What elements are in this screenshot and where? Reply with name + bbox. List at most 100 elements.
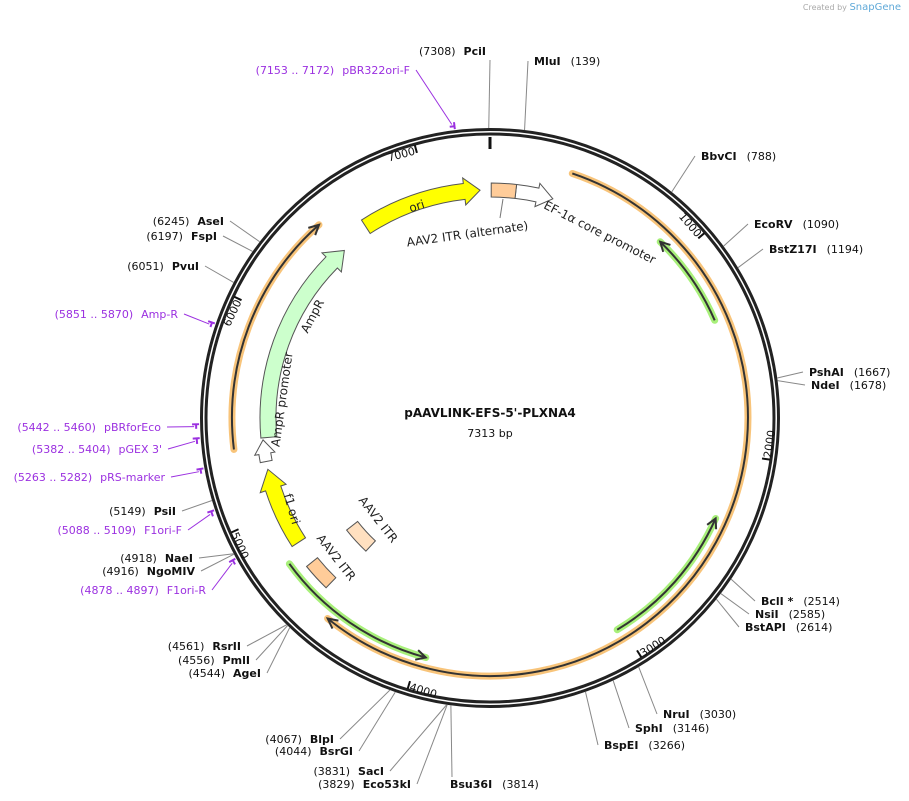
- site-bstapi[interactable]: BstAPI(2614): [715, 598, 832, 634]
- orf-track-left[interactable]: [228, 221, 323, 453]
- site-label[interactable]: NruI(3030): [663, 708, 736, 721]
- site-agei[interactable]: (4544)AgeI: [188, 627, 291, 680]
- primer-pbr322orif[interactable]: (7153 .. 7172)pBR322ori-F: [256, 64, 456, 130]
- site-label[interactable]: PshAI(1667): [809, 366, 890, 379]
- site-rsrii[interactable]: (4561)RsrII: [168, 624, 287, 653]
- site-blpi[interactable]: (4067)BlpI: [265, 689, 391, 746]
- site-eco53ki[interactable]: (3829)Eco53kI: [318, 704, 448, 791]
- site-label[interactable]: BbvCI(788): [701, 150, 776, 163]
- site-leader-line: [671, 155, 696, 193]
- site-label[interactable]: BstZ17I(1194): [769, 243, 863, 256]
- site-label[interactable]: EcoRV(1090): [754, 218, 839, 231]
- site-bspei[interactable]: BspEI(3266): [584, 691, 685, 752]
- site-bstz17i[interactable]: BstZ17I(1194): [737, 243, 863, 269]
- site-name: FspI: [191, 230, 217, 243]
- tick-label: 2000: [761, 429, 778, 459]
- site-leader-line: [198, 553, 234, 559]
- site-bcli[interactable]: BclI *(2514): [730, 578, 840, 608]
- primer-label[interactable]: (4878 .. 4897)F1ori-R: [80, 584, 206, 597]
- site-label[interactable]: BclI *(2514): [761, 595, 840, 608]
- orf-track-right[interactable]: [324, 169, 752, 680]
- site-label[interactable]: (7308)PciI: [419, 45, 486, 58]
- primer-label[interactable]: (5263 .. 5282)pRS-marker: [14, 471, 166, 484]
- site-position: (4916): [102, 565, 139, 578]
- site-label[interactable]: MluI(139): [534, 55, 600, 68]
- ori-feature[interactable]: [360, 176, 481, 235]
- site-naei[interactable]: (4918)NaeI: [120, 552, 234, 565]
- site-leader-line: [720, 593, 750, 615]
- site-bbvci[interactable]: BbvCI(788): [671, 150, 777, 193]
- aav2-itr-alternate-feature[interactable]: [490, 182, 518, 199]
- f1-ori-feature[interactable]: [259, 468, 307, 548]
- site-fspi[interactable]: (6197)FspI: [146, 230, 253, 252]
- orf-green-1[interactable]: [656, 238, 719, 324]
- site-label[interactable]: (6245)AseI: [153, 215, 224, 228]
- site-ngomiv[interactable]: (4916)NgoMIV: [102, 553, 235, 578]
- orf-green-3-line: [288, 563, 427, 659]
- site-name: EcoRV: [754, 218, 793, 231]
- primer-f1orif[interactable]: (5088 .. 5109)F1ori-F: [57, 509, 215, 537]
- site-label[interactable]: (4916)NgoMIV: [102, 565, 195, 578]
- ampr-promoter-feature[interactable]: [253, 439, 276, 464]
- site-label[interactable]: (4067)BlpI: [265, 733, 334, 746]
- site-leader-line: [246, 624, 287, 647]
- site-label[interactable]: (5149)PsiI: [109, 505, 176, 518]
- site-bsrgi[interactable]: (4044)BsrGI: [275, 691, 396, 758]
- primer-pbrforeco[interactable]: (5442 .. 5460)pBRforEco: [17, 421, 200, 434]
- site-label[interactable]: (4918)NaeI: [120, 552, 193, 565]
- primer-f1orir[interactable]: (4878 .. 4897)F1ori-R: [80, 557, 236, 597]
- primer-label[interactable]: (7153 .. 7172)pBR322ori-F: [256, 64, 410, 77]
- site-label[interactable]: (4561)RsrII: [168, 640, 241, 653]
- site-label[interactable]: NsiI(2585): [755, 608, 825, 621]
- primer-name: pBR322ori-F: [342, 64, 410, 77]
- site-bsu36i[interactable]: Bsu36I(3814): [450, 705, 539, 791]
- aav2-itr-feature-1[interactable]: [305, 557, 337, 589]
- site-label[interactable]: (4044)BsrGI: [275, 745, 353, 758]
- site-label[interactable]: BspEI(3266): [604, 739, 685, 752]
- site-ecorv[interactable]: EcoRV(1090): [723, 218, 840, 247]
- site-leader-line: [181, 500, 213, 512]
- primer-ampr[interactable]: (5851 .. 5870)Amp-R: [55, 308, 216, 328]
- orf-green-2[interactable]: [613, 514, 720, 634]
- site-label[interactable]: SphI(3146): [635, 722, 709, 735]
- orf-green-3[interactable]: [285, 560, 430, 662]
- site-name: AseI: [197, 215, 224, 228]
- site-asei[interactable]: (6245)AseI: [153, 215, 260, 243]
- primer-pgex3[interactable]: (5382 .. 5404)pGEX 3': [32, 437, 200, 456]
- site-pshai[interactable]: PshAI(1667): [777, 366, 890, 379]
- primer-prsmarker[interactable]: (5263 .. 5282)pRS-marker: [14, 467, 204, 484]
- site-name: PciI: [464, 45, 486, 58]
- site-name: BstZ17I: [769, 243, 817, 256]
- primer-label[interactable]: (5851 .. 5870)Amp-R: [55, 308, 179, 321]
- site-saci[interactable]: (3831)SacI: [313, 704, 448, 778]
- site-pvui[interactable]: (6051)PvuI: [127, 260, 234, 283]
- site-pmli[interactable]: (4556)PmlI: [178, 625, 288, 667]
- site-sphi[interactable]: SphI(3146): [612, 680, 709, 735]
- site-ndei[interactable]: NdeI(1678): [777, 379, 887, 392]
- site-label[interactable]: BstAPI(2614): [745, 621, 832, 634]
- site-label[interactable]: (6051)PvuI: [127, 260, 199, 273]
- primer-label[interactable]: (5442 .. 5460)pBRforEco: [17, 421, 161, 434]
- primer-name: pRS-marker: [100, 471, 165, 484]
- site-label[interactable]: Bsu36I(3814): [450, 778, 539, 791]
- site-label[interactable]: (4544)AgeI: [188, 667, 261, 680]
- plasmid-length: 7313 bp: [467, 427, 512, 440]
- primer-label[interactable]: (5382 .. 5404)pGEX 3': [32, 443, 162, 456]
- primer-range: (4878 .. 4897): [80, 584, 159, 597]
- site-psii[interactable]: (5149)PsiI: [109, 500, 213, 518]
- site-position: (4561): [168, 640, 205, 653]
- site-pcii[interactable]: (7308)PciI: [419, 45, 491, 129]
- site-mlui[interactable]: MluI(139): [524, 55, 601, 131]
- aav2-itr-feature-2[interactable]: [345, 520, 377, 552]
- site-nrui[interactable]: NruI(3030): [638, 666, 736, 721]
- site-label[interactable]: (3831)SacI: [313, 765, 384, 778]
- primer-label[interactable]: (5088 .. 5109)F1ori-F: [57, 524, 182, 537]
- site-label[interactable]: (4556)PmlI: [178, 654, 250, 667]
- ampr-feature[interactable]: [259, 249, 345, 439]
- site-nsii[interactable]: NsiI(2585): [720, 593, 825, 621]
- site-label[interactable]: (6197)FspI: [146, 230, 217, 243]
- site-label[interactable]: NdeI(1678): [811, 379, 886, 392]
- site-position: (1667): [854, 366, 891, 379]
- ef1a-promoter-feature[interactable]: [514, 182, 554, 208]
- site-label[interactable]: (3829)Eco53kI: [318, 778, 411, 791]
